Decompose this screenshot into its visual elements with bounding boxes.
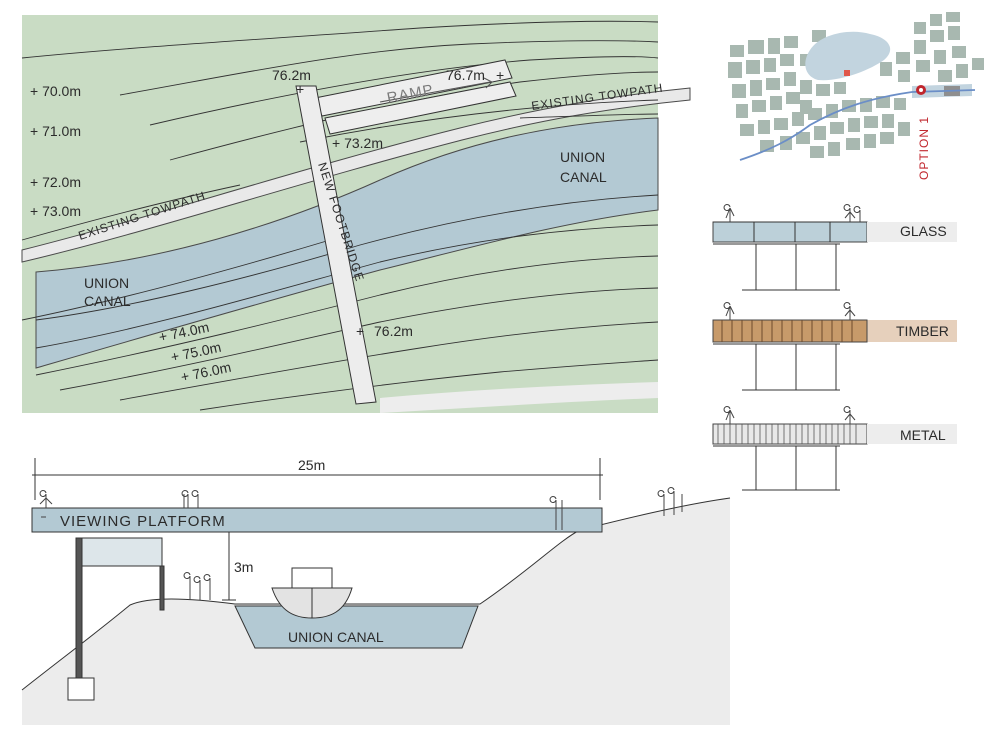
material-deck [712,319,868,343]
section-canal [234,605,479,649]
material-label-bg [867,222,957,242]
ramp-arrow [379,81,491,103]
map-canal-line [739,89,976,161]
material-metal: METAL [712,423,957,491]
level-marker: + [356,323,364,339]
material-deck-detail [713,221,867,291]
spot-level-label: + 73.2m [332,135,383,151]
map-loch [805,31,891,81]
contour-label: + 70.0m [30,83,81,99]
material-label: METAL [900,427,946,443]
contour-label: + 72.0m [30,174,81,190]
material-glass: GLASS [712,221,957,291]
spot-level-label: 76.2m [272,67,311,83]
canal-label: UNION [560,149,605,165]
span-label: 25m [298,457,325,473]
height-dimension [222,531,236,601]
people-figures [39,487,683,600]
section-ground-line [21,497,731,691]
level-marker: + [496,67,504,83]
material-label: TIMBER [896,323,949,339]
material-label: GLASS [900,223,947,239]
plan-canal [35,117,659,369]
option-marker-icon [916,85,926,95]
height-label: 3m [234,559,253,575]
material-label-bg [867,424,957,444]
plan-ramp-lower [324,81,517,135]
canal-label: UNION [84,275,129,291]
location-map: OPTION 1 [728,12,984,180]
plan-lower-path [380,382,658,413]
plan-towpath [21,87,691,263]
viewing-platform [31,507,603,533]
site-plan: + + + + 70.0m + 71.0m + 72.0m + 73.0m + … [21,15,691,413]
material-frame [713,343,840,391]
span-dimension [32,458,603,500]
material-label-bg [867,320,957,342]
plan-footbridge [295,85,377,405]
option-label: OPTION 1 [917,116,931,180]
contour-label: + 71.0m [30,123,81,139]
platform-label: VIEWING PLATFORM [60,513,226,530]
material-deck [712,221,868,243]
material-figures [723,204,861,424]
material-frame [713,445,840,491]
contour-label: + 73.0m [30,203,81,219]
boat-icon [271,567,353,619]
level-marker: + [296,81,304,97]
section: 25m VIEWING PLATFORM 3m UNION CANAL [21,457,731,725]
material-timber: TIMBER [712,319,957,391]
canal-label: CANAL [560,169,607,185]
material-deck-detail [721,320,853,342]
spot-level-label: 76.7m [446,67,485,83]
canal-label: CANAL [84,293,131,309]
canal-section-label: UNION CANAL [288,629,384,645]
map-site-marker [844,70,850,76]
material-deck-detail [717,424,857,444]
platform-supports [67,537,165,701]
ramp-arrowhead [483,77,493,89]
spot-level-label: 76.2m [374,323,413,339]
